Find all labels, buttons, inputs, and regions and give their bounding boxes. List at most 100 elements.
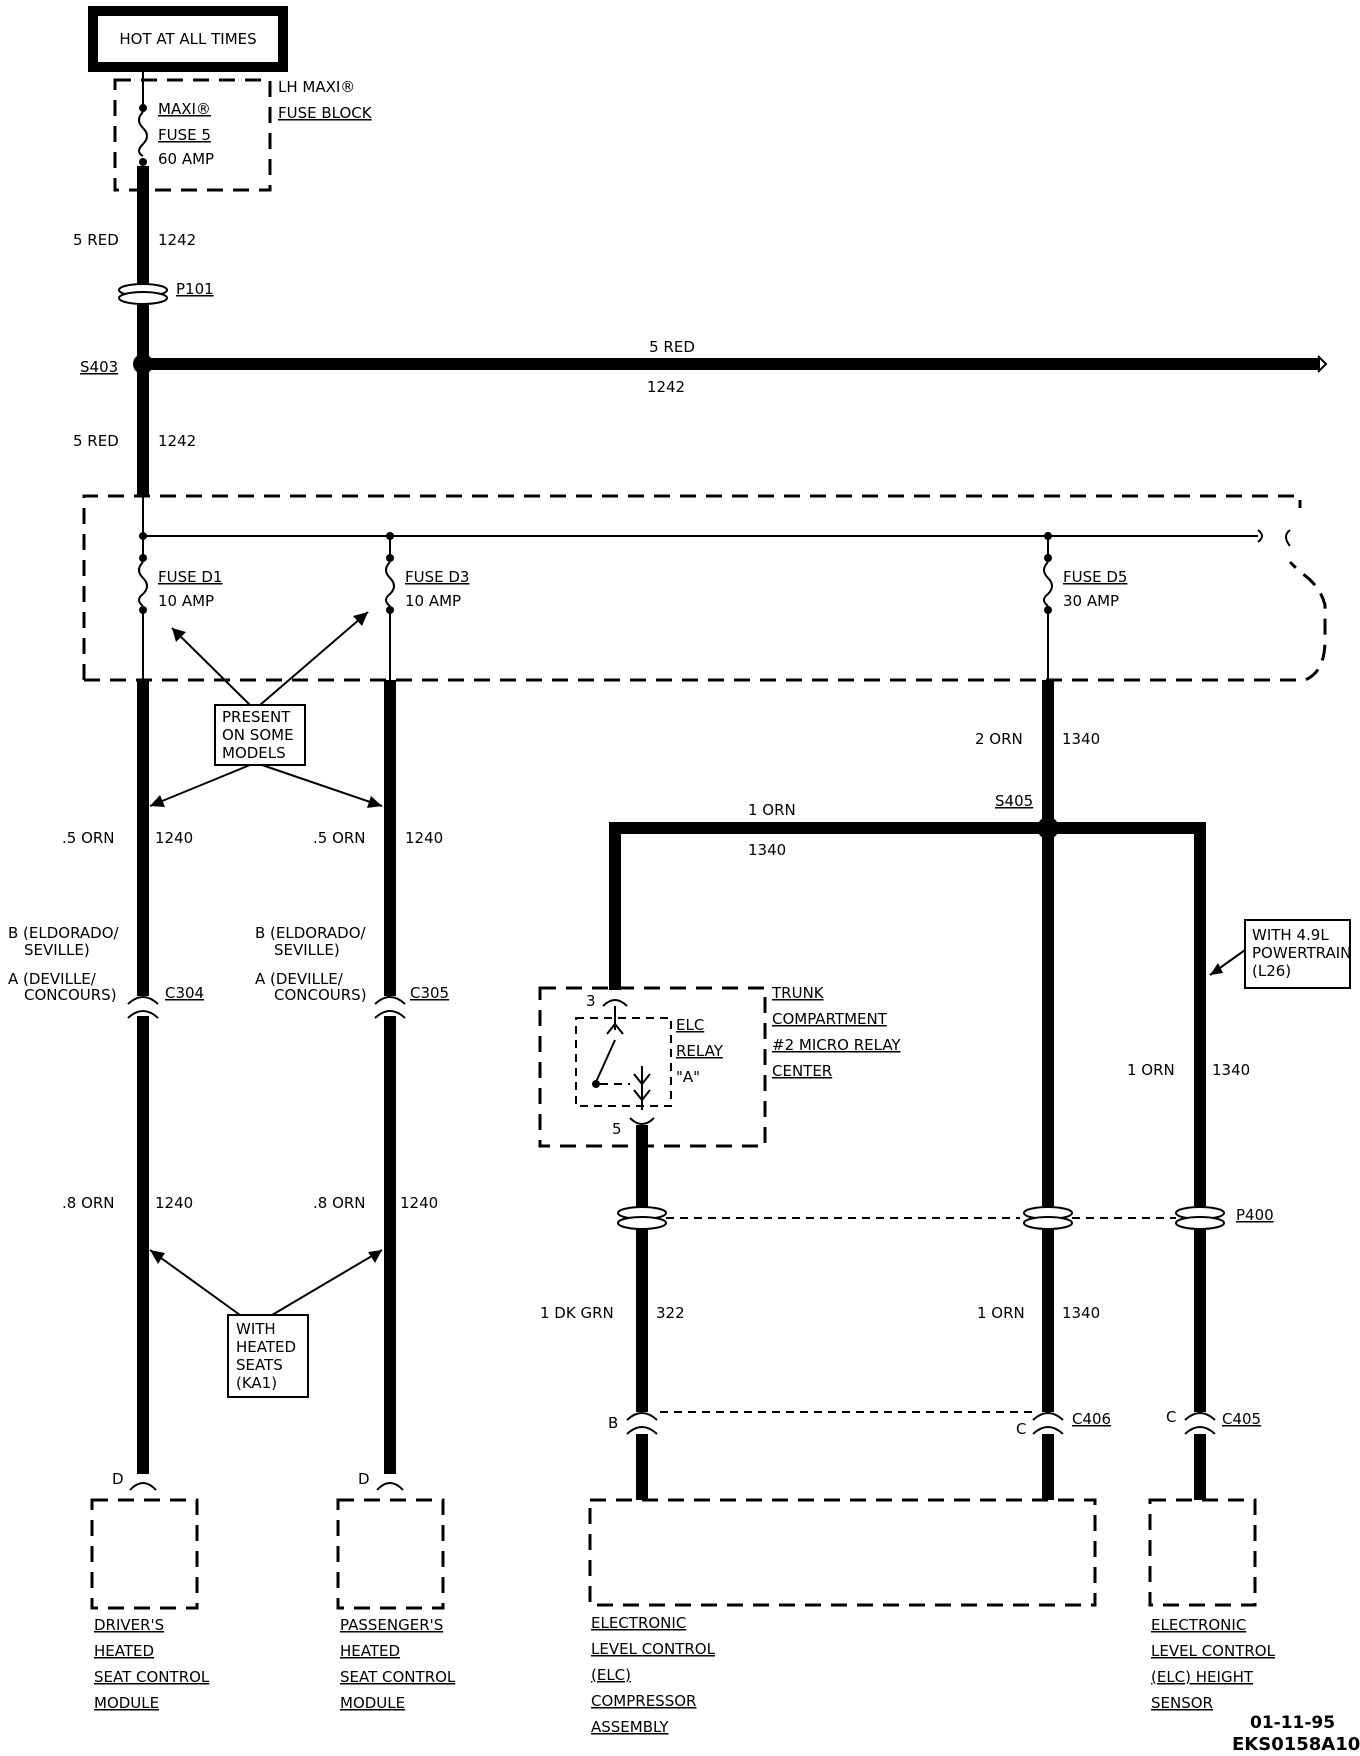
wire-1240-d3-upper-circuit: 1240 <box>405 829 443 847</box>
elc-compressor-line-2: LEVEL CONTROL <box>591 1640 716 1658</box>
elc-relay-line-1: ELC <box>676 1016 704 1034</box>
driver-module-line-2: HEATED <box>94 1642 154 1660</box>
elc-relay-a: 3 ELC RELAY "A" 5 <box>575 992 724 1138</box>
relay-center-line-4: CENTER <box>772 1062 832 1080</box>
c406-pin-b: B <box>608 1414 618 1432</box>
connector-p400-label: P400 <box>1236 1206 1274 1224</box>
connector-c304: B (ELDORADO/ SEVILLE) A (DEVILLE/ CONCOU… <box>8 924 204 1019</box>
passenger-module-line-2: HEATED <box>340 1642 400 1660</box>
elc-compressor-line-4: COMPRESSOR <box>591 1692 696 1710</box>
connector-p400: P400 <box>617 1206 1274 1230</box>
wire-1340-from-d5-circuit: 1340 <box>1062 730 1100 748</box>
wire-1242-upper-gauge: 5 RED <box>73 231 119 249</box>
maxi-fuse-block-label-2: FUSE BLOCK <box>278 104 373 122</box>
footer-id: EKS0158A10 <box>1232 1734 1360 1755</box>
wire-1240-d1-upper-circuit: 1240 <box>155 829 193 847</box>
hot-at-all-times-label: HOT AT ALL TIMES <box>119 30 256 48</box>
c406-pin-c: C <box>1016 1420 1026 1438</box>
relay-center-line-1: TRUNK <box>771 984 825 1002</box>
fuse-d5: FUSE D5 30 AMP <box>1043 532 1127 680</box>
fuse-d5-icon <box>1043 561 1053 607</box>
c304-note-line-4: CONCOURS) <box>24 986 117 1004</box>
maxi-fuse-5: MAXI® FUSE 5 60 AMP <box>138 72 214 168</box>
elc-compressor-assembly: ELECTRONIC LEVEL CONTROL (ELC) COMPRESSO… <box>588 1498 1097 1736</box>
connector-c406-label: C406 <box>1072 1410 1111 1428</box>
hot-at-all-times-box: HOT AT ALL TIMES <box>88 6 288 72</box>
wire-322-gauge: 1 DK GRN <box>540 1304 614 1322</box>
c304-label: C304 <box>165 984 204 1002</box>
micro-relay-center: TRUNK COMPARTMENT #2 MICRO RELAY CENTER <box>538 984 901 1148</box>
maxi-fuse-block: LH MAXI® FUSE BLOCK <box>113 78 373 192</box>
elc-sensor-line-1: ELECTRONIC <box>1151 1616 1246 1634</box>
fuse-d5-rating: 30 AMP <box>1063 592 1119 610</box>
passenger-heated-seat-module: D PASSENGER'S HEATED SEAT CONTROL MODULE <box>336 1470 456 1712</box>
connector-p101-label: P101 <box>176 280 214 298</box>
c305-note-line-3: A (DEVILLE/ <box>255 970 344 988</box>
elc-relay-line-3: "A" <box>676 1068 700 1086</box>
wire-1340-to-relay-circuit: 1340 <box>748 841 786 859</box>
c304-note-line-1: B (ELDORADO/ <box>8 924 120 942</box>
elc-relay-line-2: RELAY <box>676 1042 724 1060</box>
driver-module-line-4: MODULE <box>94 1694 159 1712</box>
passenger-module-line-4: MODULE <box>340 1694 405 1712</box>
wire-1340-to-relay-gauge: 1 ORN <box>748 801 796 819</box>
connector-p101: P101 <box>118 280 214 305</box>
elc-sensor-line-2: LEVEL CONTROL <box>1151 1642 1276 1660</box>
driver-heated-seat-module: D DRIVER'S HEATED SEAT CONTROL MODULE <box>90 1470 210 1712</box>
relay-center-line-2: COMPARTMENT <box>772 1010 888 1028</box>
wire-1240-d1-lower-circuit: 1240 <box>155 1194 193 1212</box>
driver-module-pin: D <box>112 1470 124 1488</box>
wire-1240-d3-upper-gauge: .5 ORN <box>313 829 366 847</box>
note-heated-line-2: HEATED <box>236 1338 296 1356</box>
wire-1340-from-d5-gauge: 2 ORN <box>975 730 1023 748</box>
note-present-line-3: MODELS <box>222 744 286 762</box>
elc-compressor-line-5: ASSEMBLY <box>591 1718 669 1736</box>
splice-s405-label: S405 <box>995 792 1033 810</box>
relay-switch-contact <box>595 1039 616 1083</box>
wire-322-circuit: 322 <box>656 1304 685 1322</box>
note-powertrain: WITH 4.9L POWERTRAIN (L26) <box>1209 919 1351 989</box>
note-heated-line-3: SEATS <box>236 1356 283 1374</box>
driver-module-line-3: SEAT CONTROL <box>94 1668 210 1686</box>
c305-note-line-2: SEVILLE) <box>274 941 340 959</box>
elc-relay-pin-3: 3 <box>586 992 596 1010</box>
maxi-fuse-5-label-2: FUSE 5 <box>158 126 211 144</box>
bus-break-icon <box>1257 529 1263 543</box>
connector-c406: B C C406 <box>608 1410 1111 1438</box>
wire-1240-d3-lower-gauge: .8 ORN <box>313 1194 366 1212</box>
note-heated-line-4: (KA1) <box>236 1374 277 1392</box>
fuse-symbol-icon <box>138 111 148 157</box>
footer-date: 01-11-95 <box>1250 1713 1335 1733</box>
fuse-d1: FUSE D1 10 AMP <box>138 532 222 680</box>
wire-1340-right-gauge: 1 ORN <box>1127 1061 1175 1079</box>
elc-sensor-line-4: SENSOR <box>1151 1694 1213 1712</box>
c305-note-line-4: CONCOURS) <box>274 986 367 1004</box>
fuse-d3-icon <box>385 561 395 607</box>
wire-1340-mid-lower-gauge: 1 ORN <box>977 1304 1025 1322</box>
fuse-d5-name: FUSE D5 <box>1063 568 1127 586</box>
c304-note-line-2: SEVILLE) <box>24 941 90 959</box>
wire-1340-to-relay <box>609 822 1048 990</box>
wire-1242-horizontal-gauge: 5 RED <box>649 338 695 356</box>
note-present-on-some-models: PRESENT ON SOME MODELS <box>149 611 383 808</box>
elc-relay-pin-5: 5 <box>612 1120 622 1138</box>
passenger-module-pin: D <box>358 1470 370 1488</box>
c305-label: C305 <box>410 984 449 1002</box>
wire-1242-lower-circuit: 1242 <box>158 432 196 450</box>
c304-note-line-3: A (DEVILLE/ <box>8 970 97 988</box>
fuse-d1-rating: 10 AMP <box>158 592 214 610</box>
maxi-fuse-5-label-1: MAXI® <box>158 100 211 118</box>
passenger-module-line-3: SEAT CONTROL <box>340 1668 456 1686</box>
maxi-fuse-5-label-3: 60 AMP <box>158 150 214 168</box>
driver-module-line-1: DRIVER'S <box>94 1616 164 1634</box>
splice-s403-label: S403 <box>80 358 118 376</box>
fuse-d3-name: FUSE D3 <box>405 568 469 586</box>
splice-s403: S403 <box>80 354 153 376</box>
elc-sensor-line-3: (ELC) HEIGHT <box>1151 1668 1254 1686</box>
note-powertrain-line-1: WITH 4.9L <box>1252 926 1329 944</box>
wire-1340-mid-lower-circuit: 1340 <box>1062 1304 1100 1322</box>
fuse-d3-rating: 10 AMP <box>405 592 461 610</box>
fuse-block-outline <box>82 494 1327 682</box>
note-present-line-2: ON SOME <box>222 726 294 744</box>
